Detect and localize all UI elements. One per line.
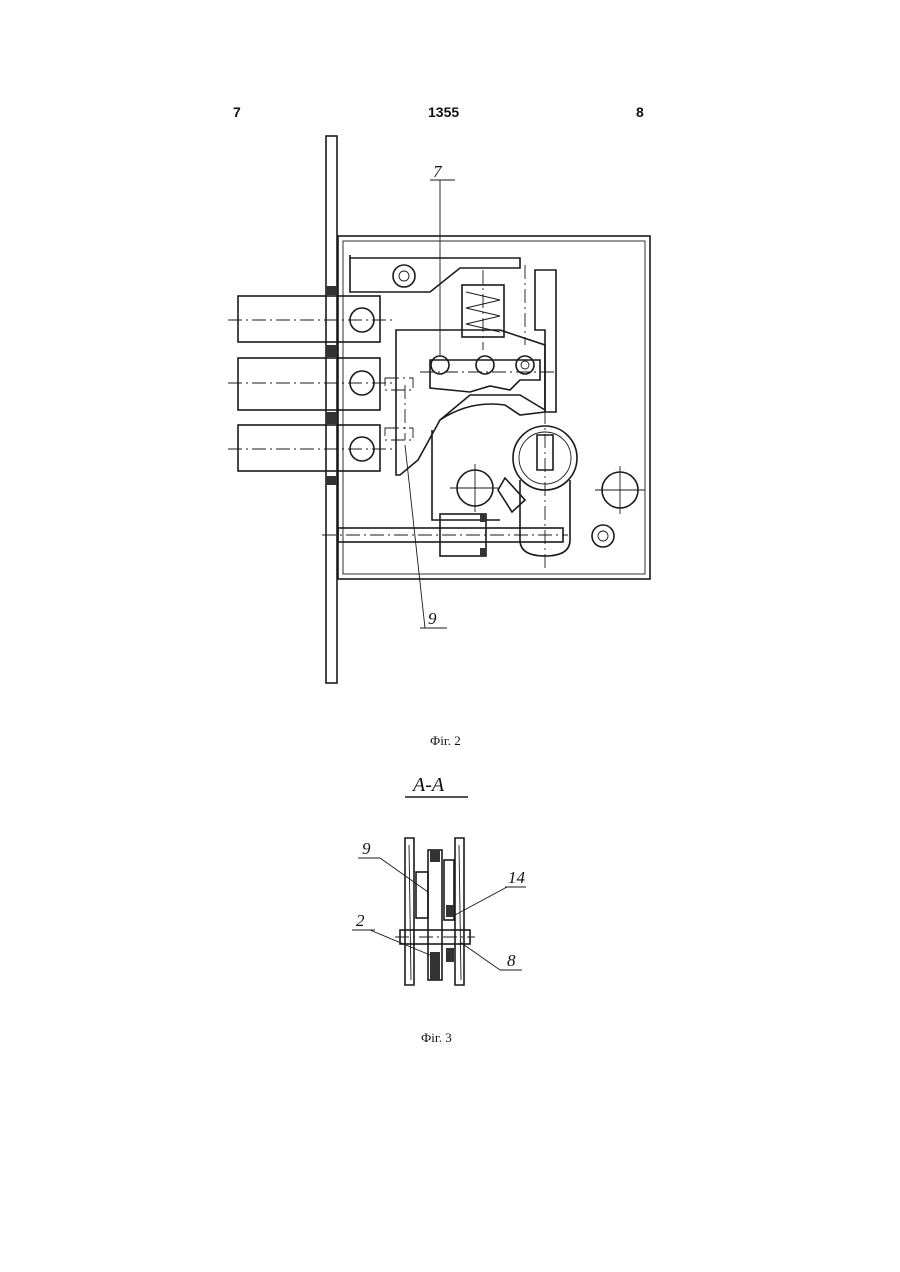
top-plate [350,255,520,292]
bolt-bottom [228,425,395,471]
figure-3-caption: Фіг. 3 [421,1030,452,1046]
bolt-middle [228,358,395,410]
callout-2: 2 [356,911,365,930]
figure-2-caption: Фіг. 2 [430,733,461,749]
screw-top [393,265,415,287]
callout-7: 7 [433,162,443,181]
main-lever [396,330,545,475]
figure-3-drawing [352,838,526,985]
callout-14: 14 [508,868,526,887]
bolt-top [228,296,395,342]
section-label: А-А [411,774,445,796]
figure-2-drawing [228,136,650,683]
lock-cylinder [498,410,577,570]
tumbler [430,360,540,392]
callout-8: 8 [507,951,516,970]
callout-9-fig2: 9 [428,609,437,628]
screw-bottom [592,525,614,547]
callout-9-fig3: 9 [362,839,371,858]
